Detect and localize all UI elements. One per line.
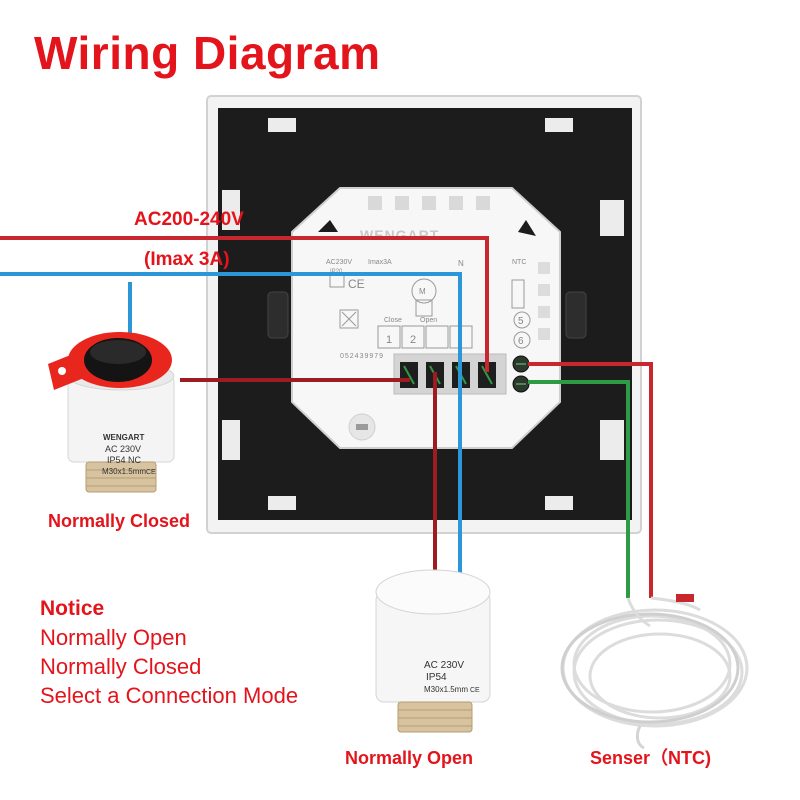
ntc-sensor-tip: [676, 594, 694, 602]
sensor-red-wire: [528, 362, 653, 598]
module-ntc: NTC: [512, 259, 526, 266]
module-brand: WENGART: [360, 227, 439, 243]
nc-actuator-brand: WENGART: [103, 433, 144, 442]
module-close: Close: [384, 317, 402, 324]
normally-open-actuator: [375, 569, 491, 733]
nc-actuator-thread: M30x1.5mm: [102, 467, 146, 476]
normally-closed-actuator: [48, 332, 175, 493]
terminal-5-label: 5: [518, 316, 524, 327]
neutral-wire: [0, 272, 462, 372]
module-neutral: N: [458, 259, 464, 268]
no-actuator-ce: CE: [470, 687, 480, 694]
no-actuator-ip: IP54: [426, 672, 447, 683]
notice-block: Notice Normally Open Normally Closed Sel…: [40, 594, 298, 710]
sensor-label: Senser（NTC): [590, 748, 712, 768]
notice-title: Notice: [40, 597, 105, 620]
page-title: Wiring Diagram: [34, 27, 381, 79]
terminal-6-label: 6: [518, 336, 524, 347]
sensor-green-wire: [528, 380, 630, 598]
no-actuator-voltage: AC 230V: [424, 660, 464, 671]
ntc-sensor-coil: [560, 596, 749, 750]
no-actuator-thread: M30x1.5mm: [424, 685, 468, 694]
module-serial: 052439979: [340, 353, 384, 360]
module-logo: M: [419, 287, 426, 296]
notice-line-normally-open: Normally Open: [40, 625, 187, 650]
nc-actuator-ce: CE: [146, 469, 156, 476]
terminal-1-label: 1: [386, 334, 392, 346]
normally-open-label: Normally Open: [345, 748, 474, 768]
power-voltage-label: AC200-240V: [134, 209, 244, 230]
terminal-2-label: 2: [410, 334, 416, 346]
module-ce: CE: [348, 277, 365, 291]
notice-line-select-mode: Select a Connection Mode: [40, 683, 299, 708]
nc-actuator-voltage: AC 230V: [105, 444, 141, 454]
nc-actuator-ip: IP54 NC: [107, 455, 142, 465]
module-rating-voltage: AC230V: [326, 259, 352, 266]
module-rating-current: Imax3A: [368, 259, 392, 266]
thermostat-back: [206, 95, 642, 534]
power-current-label: (Imax 3A): [144, 249, 230, 270]
notice-line-normally-closed: Normally Closed: [40, 654, 202, 679]
module-open: Open: [420, 317, 437, 324]
normally-closed-label: Normally Closed: [48, 511, 191, 531]
live-wire: [0, 236, 489, 372]
